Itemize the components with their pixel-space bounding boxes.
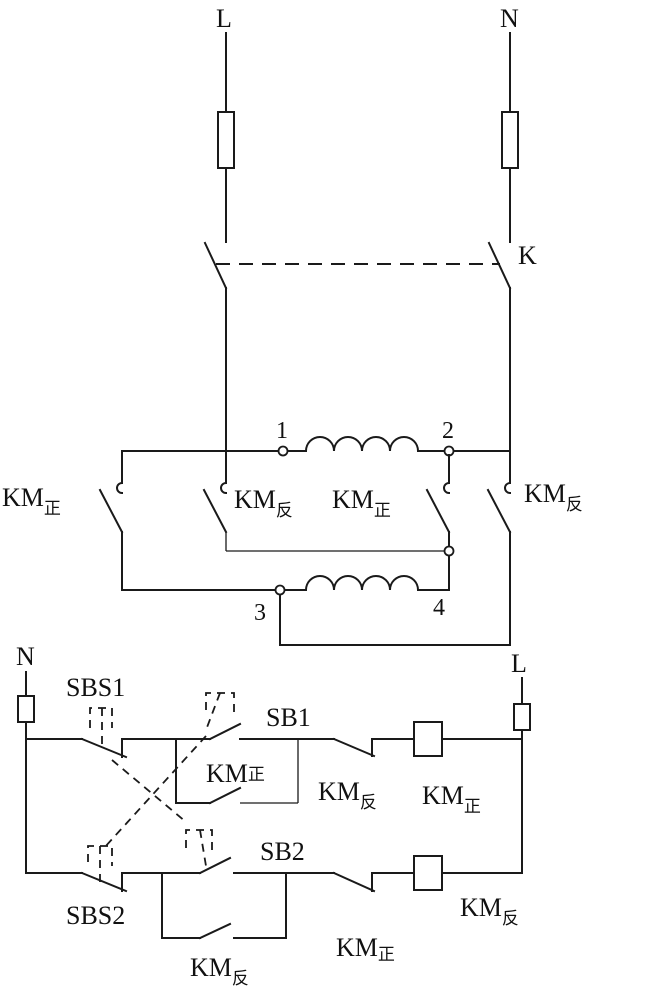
- coil-zheng: [413, 721, 443, 757]
- switch-k-blade-right: [487, 241, 512, 290]
- contact-kmz-right-fixed: [443, 481, 451, 495]
- sb2-label: SB2: [260, 837, 305, 866]
- contact-kmf-right-fixed: [504, 481, 512, 495]
- switch-k-blade-left: [203, 241, 228, 290]
- fuse-n: [501, 111, 519, 169]
- contact-kmz-right-blade: [425, 488, 451, 534]
- sbs1-label: SBS1: [66, 673, 125, 702]
- sbs1-head: [89, 707, 113, 728]
- interlock-fan-blade: [332, 737, 376, 758]
- interlock-fan-label: KM反: [318, 777, 377, 813]
- terminal-3: [274, 584, 286, 596]
- sb2-no-blade: [198, 856, 232, 875]
- terminal-1-label: 1: [276, 418, 288, 444]
- contact-kmf-mid-blade: [202, 488, 228, 534]
- winding-3-4: [304, 575, 420, 592]
- sb1-head: [205, 692, 235, 712]
- control-circuit: N L SBS1 SB1 KM正: [16, 642, 531, 989]
- interlock-zheng-blade: [332, 871, 376, 893]
- sbs2-label: SBS2: [66, 901, 125, 930]
- coil-zheng-label: KM正: [422, 781, 481, 817]
- fuse-l: [217, 111, 235, 169]
- contact-kmz-left-label: KM正: [2, 483, 61, 519]
- hold-zheng-blade: [208, 786, 242, 805]
- contact-kmf-mid-label: KM反: [234, 485, 293, 521]
- contact-kmf-right-blade: [486, 488, 512, 534]
- coil-fan: [413, 855, 443, 891]
- sb2-head: [185, 829, 213, 850]
- winding-1-2: [304, 436, 420, 453]
- terminal-2-label: 2: [442, 418, 454, 444]
- sbs1-nc-blade: [80, 737, 128, 759]
- contact-kmz-left-blade: [98, 488, 124, 534]
- control-fuse-l: [513, 703, 531, 731]
- hold-fan-label: KM反: [190, 953, 249, 989]
- control-l-label: L: [511, 649, 527, 678]
- sb2-stem: [199, 829, 207, 867]
- terminal-3-label: 3: [254, 600, 266, 626]
- terminal-1: [277, 445, 289, 457]
- sbs2-nc-blade: [80, 871, 128, 893]
- contact-kmf-right-label: KM反: [524, 479, 583, 515]
- line-n-label: N: [500, 4, 519, 33]
- contact-kmf-mid-fixed: [220, 481, 228, 495]
- control-n-label: N: [16, 642, 35, 671]
- linkage-sbs1-to-sb2: [111, 759, 187, 823]
- coil-fan-label: KM反: [460, 893, 519, 929]
- control-fuse-n: [17, 695, 35, 723]
- switch-k-label: K: [518, 241, 537, 270]
- sb1-label: SB1: [266, 703, 311, 732]
- hold-fan-blade: [198, 922, 232, 940]
- terminal-4-label: 4: [433, 595, 445, 621]
- hold-zheng-label: KM正: [206, 759, 265, 788]
- junction-right: [443, 545, 455, 557]
- interlock-zheng-label: KM正: [336, 933, 395, 965]
- sb1-stem: [205, 692, 221, 731]
- linkage-sb1-to-sbs2: [103, 735, 207, 849]
- line-l-label: L: [216, 4, 232, 33]
- contact-kmz-right-label: KM正: [332, 485, 391, 521]
- power-circuit: L N K 1 2: [2, 4, 583, 646]
- sb1-no-blade: [208, 722, 242, 741]
- contact-kmz-left-fixed: [116, 481, 124, 495]
